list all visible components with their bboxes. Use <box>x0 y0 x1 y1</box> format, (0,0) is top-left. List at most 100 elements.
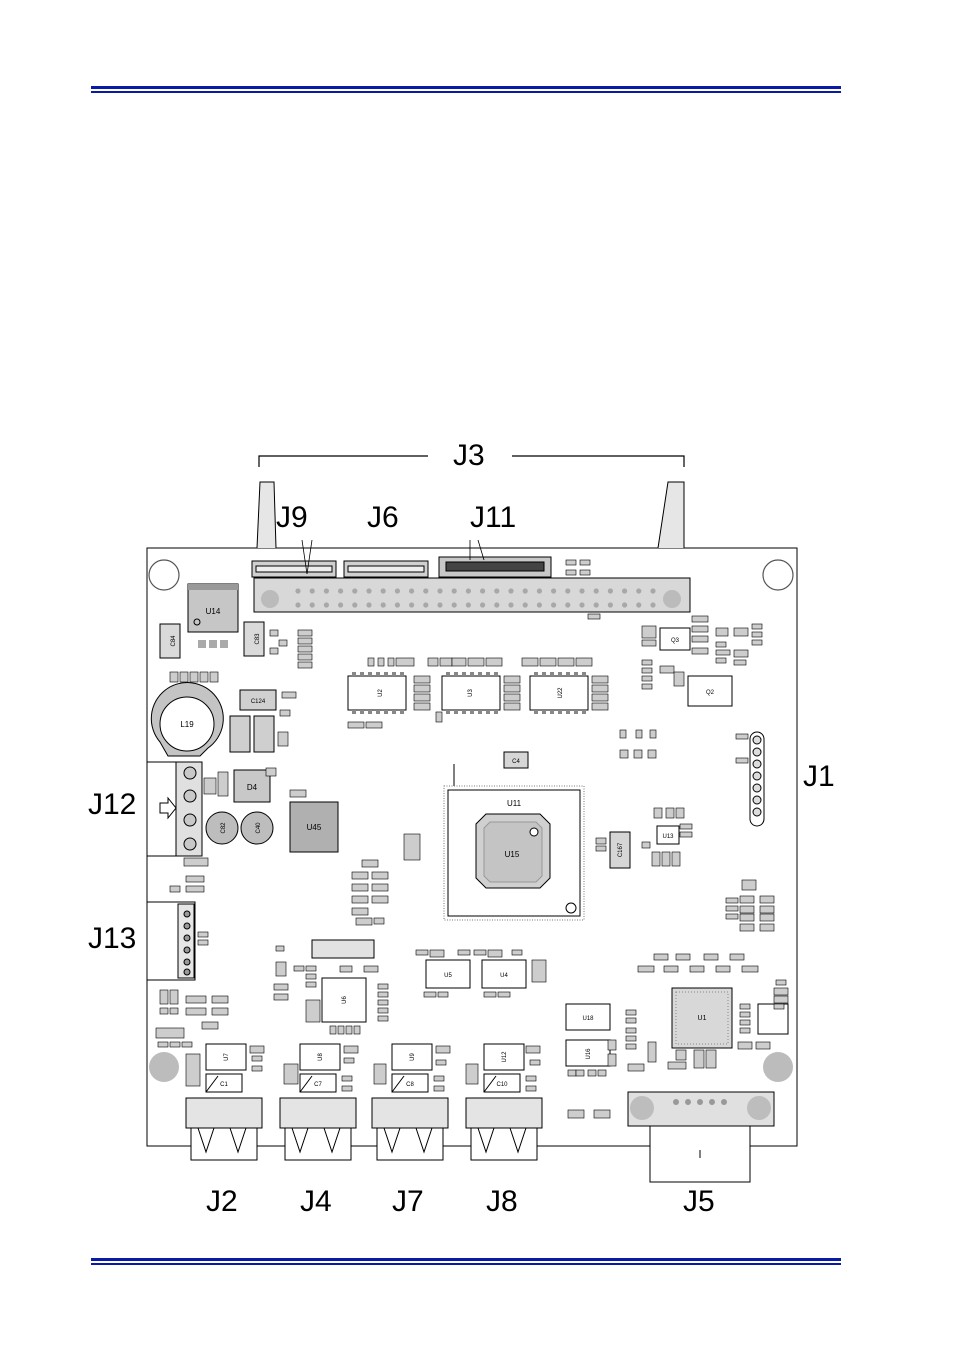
smd-component <box>734 628 748 636</box>
smd-component <box>270 630 278 636</box>
u7-label: U7 <box>224 1053 230 1061</box>
smd-component <box>740 1028 750 1033</box>
smd-component <box>504 703 520 710</box>
smd-component <box>692 648 708 654</box>
smd-component <box>540 658 556 666</box>
j3-pin <box>565 602 570 607</box>
j3-pin <box>622 602 627 607</box>
smd-component <box>374 918 384 924</box>
smd-component <box>298 654 312 660</box>
smd-component <box>290 790 306 797</box>
smd-component <box>184 858 208 866</box>
smd-component <box>740 914 754 921</box>
smd-component <box>388 658 394 666</box>
smd-component <box>330 1026 336 1034</box>
smd-component <box>434 1076 444 1081</box>
smd-component <box>378 984 388 989</box>
smd-component <box>734 650 748 657</box>
c8-label: C8 <box>406 1082 414 1088</box>
smd-component <box>298 638 312 644</box>
j3-pin <box>395 588 400 593</box>
smd-component <box>654 954 668 960</box>
j1-header <box>750 732 764 826</box>
j3-pin <box>338 602 343 607</box>
smd-component <box>306 982 316 987</box>
j6-label: J6 <box>367 503 399 533</box>
smd-component <box>180 672 188 682</box>
u11-label: U11 <box>507 799 522 808</box>
j2-label: J2 <box>206 1187 238 1217</box>
q3-transistor: Q3 <box>660 628 690 650</box>
j3-pin <box>352 588 357 593</box>
j3-pin <box>636 602 641 607</box>
smd-component <box>626 1010 636 1015</box>
smd-component <box>704 954 718 960</box>
smd-component <box>526 1076 536 1081</box>
j3-pin <box>579 588 584 593</box>
smd-component <box>276 962 286 976</box>
smd-component <box>716 628 728 636</box>
u12-module: U12 <box>484 1044 524 1070</box>
j3-pin <box>423 602 428 607</box>
u45-chip: U45 <box>290 802 338 852</box>
smd-component <box>428 658 438 666</box>
smd-component <box>626 1036 636 1041</box>
smd-component <box>558 658 574 666</box>
j3-pin <box>537 602 542 607</box>
smd-component <box>378 1000 388 1005</box>
j3-pin <box>423 588 428 593</box>
smd-component <box>742 880 756 890</box>
u13-chip: U13 <box>657 826 679 844</box>
smd-component <box>532 960 546 982</box>
d4-diode: D4 <box>234 770 270 802</box>
j3-pin <box>381 588 386 593</box>
smd-component <box>274 994 288 1000</box>
c40-label: C40 <box>256 822 262 834</box>
smd-component <box>354 1026 360 1034</box>
smd-component <box>638 966 654 972</box>
smd-component <box>642 842 650 848</box>
smd-component <box>592 676 608 683</box>
smd-component <box>568 1070 576 1076</box>
smd-component <box>680 824 692 829</box>
c10-label: C10 <box>496 1082 508 1088</box>
smd-component <box>362 860 378 867</box>
j3-pin <box>537 588 542 593</box>
smd-component <box>416 950 428 955</box>
mounting-hole <box>763 560 793 590</box>
smd-component <box>576 658 592 666</box>
c4-label: C4 <box>512 759 520 765</box>
smd-component <box>634 750 642 758</box>
smd-component <box>498 992 510 997</box>
smd-component <box>282 692 296 698</box>
smd-component <box>186 1008 206 1015</box>
u8-label: U8 <box>318 1053 324 1061</box>
j8-usb-connector <box>466 1098 542 1160</box>
j3-pin <box>452 588 457 593</box>
smd-component <box>742 966 758 972</box>
u14-label: U14 <box>206 607 221 616</box>
smd-component <box>352 908 368 915</box>
j3-pin <box>366 602 371 607</box>
j3-pin <box>594 602 599 607</box>
smd-component <box>210 672 218 682</box>
smd-component <box>364 966 378 972</box>
smd-component <box>526 1086 536 1091</box>
j13-connector <box>147 902 195 980</box>
smd-component <box>252 1066 262 1071</box>
u15-label: U15 <box>505 850 520 859</box>
smd-component <box>522 658 538 666</box>
smd-component <box>608 1054 616 1066</box>
j3-pin <box>338 588 343 593</box>
smd-component <box>752 640 762 645</box>
j3-pin <box>480 588 485 593</box>
smd-component <box>666 808 674 818</box>
smd-component <box>278 732 288 746</box>
smd-component <box>620 730 626 738</box>
smd-component <box>676 808 684 818</box>
smd-component <box>588 1070 596 1076</box>
smd-component <box>592 694 608 701</box>
smd-component <box>484 992 496 997</box>
smd-component <box>740 1004 750 1009</box>
